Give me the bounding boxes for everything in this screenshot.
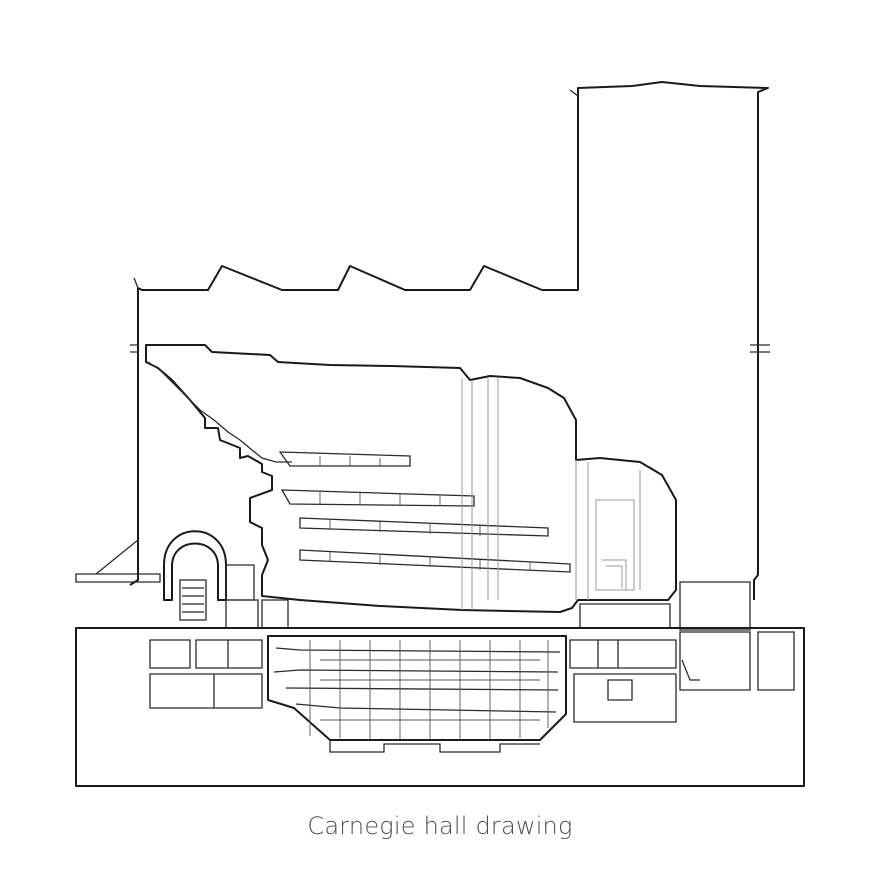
drawing-caption: Carnegie hall drawing xyxy=(307,812,573,840)
lower-hall-outline xyxy=(267,635,567,741)
entrance-stairs xyxy=(179,579,207,621)
auditorium-shell xyxy=(145,344,677,613)
balcony-4 xyxy=(299,549,571,573)
proscenium-columns xyxy=(461,378,641,610)
balcony-3 xyxy=(299,517,549,537)
lower-hall-seating xyxy=(309,640,549,740)
balcony-1 xyxy=(278,451,411,467)
balcony-rake-upper xyxy=(147,361,292,463)
basement-slab xyxy=(75,627,805,787)
balcony-ticks xyxy=(319,456,531,571)
basement-rooms-right xyxy=(569,639,700,723)
lower-hall-tiers xyxy=(273,647,561,713)
carnegie-hall-section-drawing xyxy=(75,81,805,787)
building-ledges xyxy=(130,89,770,353)
balcony-2 xyxy=(280,489,475,507)
building-outline xyxy=(129,81,769,600)
basement-rooms-left xyxy=(149,639,263,709)
lower-hall-foundation xyxy=(329,740,540,753)
entrance-arch xyxy=(163,530,227,601)
